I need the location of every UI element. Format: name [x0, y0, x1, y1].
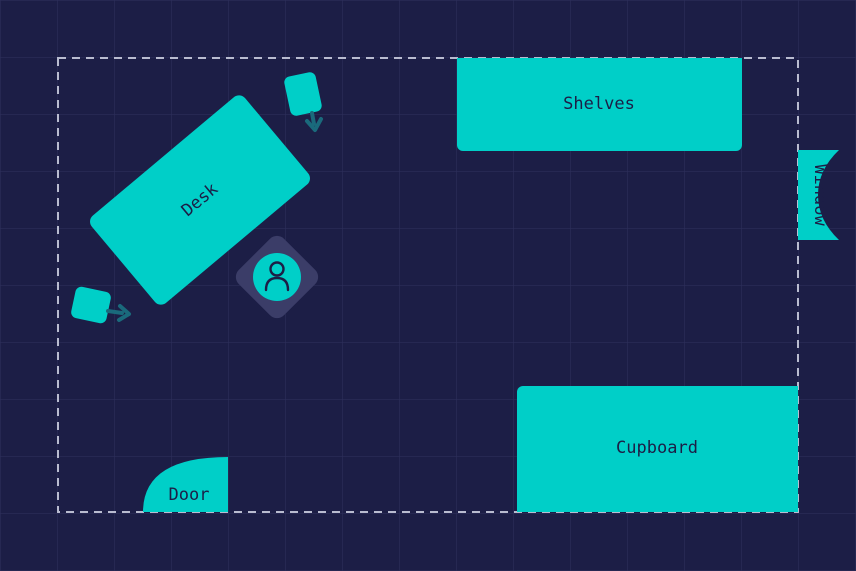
desk[interactable]: Desk: [87, 92, 313, 308]
cupboard-bottom-edge: [517, 496, 798, 512]
window-shape: [798, 150, 839, 240]
window-label: Window: [810, 164, 830, 226]
chair-top[interactable]: [283, 71, 323, 132]
desk-shape: [90, 95, 310, 305]
door[interactable]: Door: [143, 457, 228, 512]
chair-icon: [284, 72, 322, 116]
shelves-shape: [457, 58, 742, 151]
cupboard[interactable]: Cupboard: [517, 386, 798, 512]
user-icon: [264, 261, 290, 292]
chair-left[interactable]: [70, 286, 131, 325]
person-marker[interactable]: [232, 232, 323, 323]
shelves-label: Shelves: [563, 94, 635, 114]
shelves[interactable]: Shelves: [457, 58, 742, 151]
cupboard-shape: [517, 386, 798, 512]
cupboard-right-edge: [780, 386, 798, 512]
chair-icon: [71, 286, 111, 324]
arrow-icon: [106, 304, 131, 322]
cupboard-label: Cupboard: [616, 438, 698, 458]
arrow-icon: [305, 111, 323, 132]
room-wall-outline: [57, 57, 799, 513]
door-swing-shape: [143, 457, 228, 512]
window[interactable]: Window: [798, 150, 839, 240]
door-label: Door: [169, 485, 210, 505]
shelves-top-edge: [457, 58, 742, 68]
